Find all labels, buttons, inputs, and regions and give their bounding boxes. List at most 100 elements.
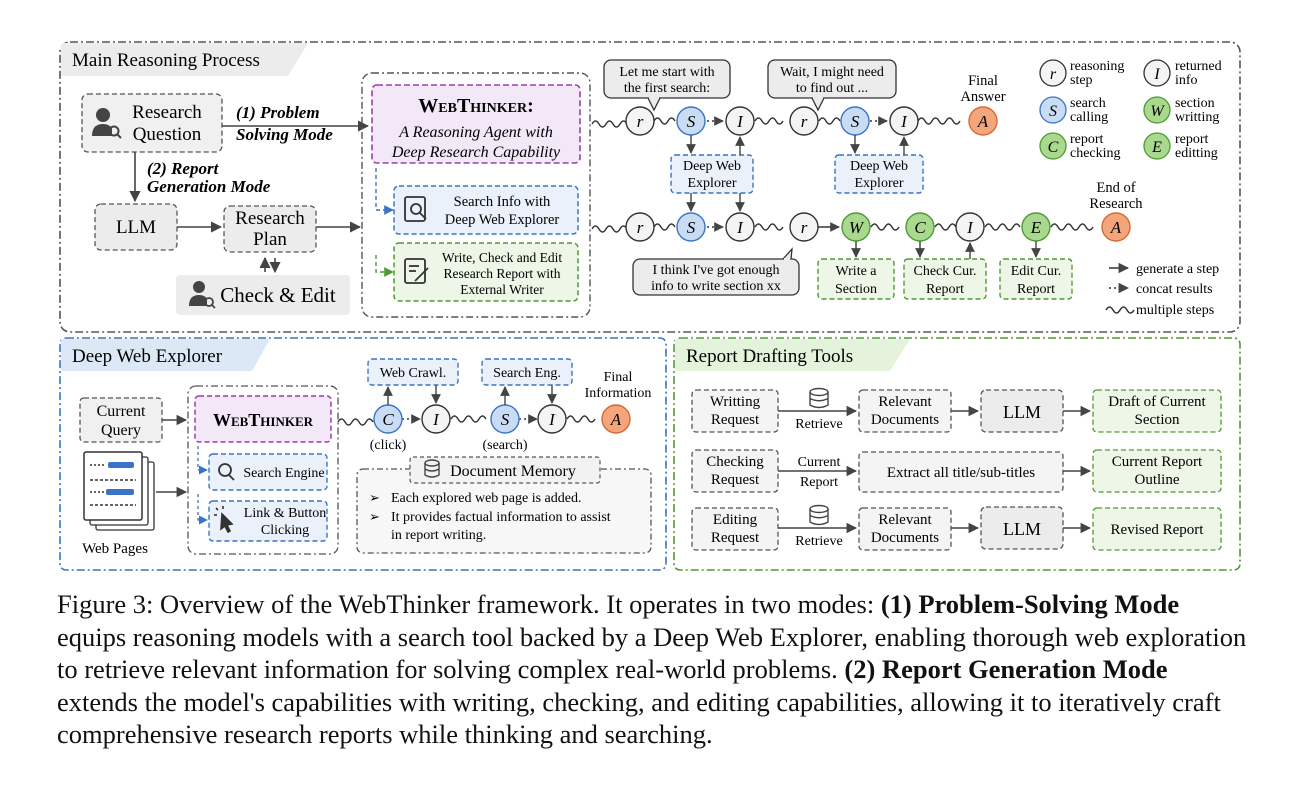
reasoning-chain-row1 xyxy=(591,116,961,128)
node-returned-info xyxy=(725,106,755,136)
agent-tool-connector-blue xyxy=(375,168,394,215)
dwe-webthinker-title: WebThinker xyxy=(213,410,314,430)
svg-text:generate a step: generate a step xyxy=(1136,262,1219,277)
legend: r reasoning step I returned info S searc… xyxy=(1039,59,1222,318)
node-letter: W xyxy=(849,218,865,237)
mode2-label-1: (2) Report xyxy=(147,159,220,178)
webthinker-subtitle-1: A Reasoning Agent with xyxy=(398,124,553,141)
caption-mode-2: (2) Report Generation Mode xyxy=(844,654,1168,684)
node-letter: S xyxy=(501,410,510,429)
node-letter: S xyxy=(687,112,696,131)
agent-tool-connector-green xyxy=(375,255,394,277)
svg-text:Writting: Writting xyxy=(710,394,761,410)
dwe-box-2: Deep Web Explorer xyxy=(834,135,924,194)
document-memory: Document Memory ➢ Each explored web page… xyxy=(356,456,652,554)
svg-text:Explorer: Explorer xyxy=(855,176,904,191)
final-answer-label-1: Final xyxy=(968,73,998,89)
node-letter: I xyxy=(736,112,744,131)
search-tool-line-2: Deep Web Explorer xyxy=(445,212,560,228)
node-letter: r xyxy=(637,218,644,237)
node-letter: E xyxy=(1030,218,1042,237)
svg-text:Deep Web: Deep Web xyxy=(850,159,908,174)
research-question-line-2: Question xyxy=(133,124,202,145)
svg-text:I: I xyxy=(1153,66,1160,83)
node-reasoning-step xyxy=(789,212,819,242)
node-letter: I xyxy=(966,218,974,237)
caption-mode-1: (1) Problem-Solving Mode xyxy=(880,589,1180,619)
check-edit-box xyxy=(176,275,350,315)
search-engine-tool xyxy=(208,453,328,491)
svg-text:writting: writting xyxy=(1175,110,1219,125)
node-letter: I xyxy=(736,218,744,237)
svg-text:(click): (click) xyxy=(370,438,407,453)
caption-text-2: extends the model's capabilities with wr… xyxy=(57,686,1221,750)
search-icon xyxy=(218,463,235,481)
svg-text:LLM: LLM xyxy=(1003,402,1041,422)
svg-text:Current: Current xyxy=(798,455,841,470)
cursor-click-icon xyxy=(214,506,234,534)
svg-text:concat results: concat results xyxy=(1136,282,1213,297)
svg-text:C: C xyxy=(1048,139,1059,156)
svg-text:the first search:: the first search: xyxy=(624,81,710,96)
thought-bubble-2: Wait, I might need to find out ... xyxy=(767,59,897,112)
svg-text:Search Engine: Search Engine xyxy=(243,466,324,481)
rdt-row-editing: Editing Request Retrieve Relevant Docume… xyxy=(691,504,1222,551)
mode2-label-2: Generation Mode xyxy=(147,177,271,196)
check-edit-label: Check & Edit xyxy=(220,283,336,307)
svg-text:Checking: Checking xyxy=(706,454,764,470)
rdt-row-writing: Writting Request Retrieve Relevant Docum… xyxy=(691,387,1222,433)
node-final-information xyxy=(601,404,631,434)
svg-text:Each explored web page is adde: Each explored web page is added. xyxy=(391,491,581,506)
svg-text:Retrieve: Retrieve xyxy=(795,534,842,549)
dwe-agent-box xyxy=(187,385,339,555)
agent-outer-box xyxy=(361,72,591,318)
svg-text:Web Crawl.: Web Crawl. xyxy=(380,366,447,381)
plan-edit-double-arrow xyxy=(259,256,281,274)
svg-text:Request: Request xyxy=(711,412,760,428)
node-letter: A xyxy=(610,410,622,429)
svg-text:It provides factual informatio: It provides factual information to assis… xyxy=(391,510,611,525)
web-crawl-box: Web Crawl. xyxy=(367,358,459,405)
svg-text:Outline: Outline xyxy=(1135,472,1180,488)
svg-text:Query: Query xyxy=(101,422,141,439)
svg-text:Section: Section xyxy=(1135,412,1180,428)
thought-bubble-1: Let me start with the first search: xyxy=(603,59,731,112)
node-letter: S xyxy=(687,218,696,237)
node-letter: A xyxy=(977,112,989,131)
search-eng-box: Search Eng. xyxy=(481,358,573,405)
search-doc-icon xyxy=(404,196,427,222)
svg-text:Revised Report: Revised Report xyxy=(1111,522,1205,538)
write-section-box: Write a Section xyxy=(817,241,895,300)
node-reasoning-step xyxy=(789,106,819,136)
svg-text:Report: Report xyxy=(800,475,838,490)
svg-text:W: W xyxy=(1150,103,1165,120)
rdt-row-checking: Checking Request Current Report Extract … xyxy=(691,449,1222,493)
end-research-label-2: Research xyxy=(1089,196,1143,212)
deep-web-explorer-panel: Deep Web Explorer xyxy=(59,337,667,571)
mode1-label-1: (1) Problem xyxy=(236,103,320,122)
svg-text:Information: Information xyxy=(585,386,652,401)
svg-text:E: E xyxy=(1151,139,1162,156)
research-plan-line-2: Plan xyxy=(253,229,287,250)
web-pages-label: Web Pages xyxy=(82,541,148,557)
link-click-tool xyxy=(208,500,328,542)
thought-bubble-3: I think I've got enough info to write se… xyxy=(632,247,800,296)
end-research-label-1: End of xyxy=(1096,180,1135,196)
edit-doc-icon xyxy=(404,258,429,284)
main-reasoning-panel: Main Reasoning Process xyxy=(59,41,1241,333)
dwe-chain xyxy=(337,414,596,426)
dwe-box-row2 xyxy=(686,193,745,212)
node-letter: I xyxy=(900,112,908,131)
bullet-icon: ➢ xyxy=(369,509,380,524)
writer-tool-line-2: Research Report with xyxy=(444,266,561,281)
svg-text:search: search xyxy=(1070,96,1106,111)
svg-text:LLM: LLM xyxy=(1003,519,1041,539)
webthinker-subtitle-2: Deep Research Capability xyxy=(391,144,561,161)
web-pages-icon xyxy=(83,451,155,531)
node-letter: C xyxy=(914,218,926,237)
svg-text:Documents: Documents xyxy=(871,412,939,428)
database-icon xyxy=(809,504,829,526)
svg-text:I think I've got enough: I think I've got enough xyxy=(653,263,780,278)
dwe-box-1: Deep Web Explorer xyxy=(670,135,754,194)
rdt-panel-title: Report Drafting Tools xyxy=(686,346,853,367)
